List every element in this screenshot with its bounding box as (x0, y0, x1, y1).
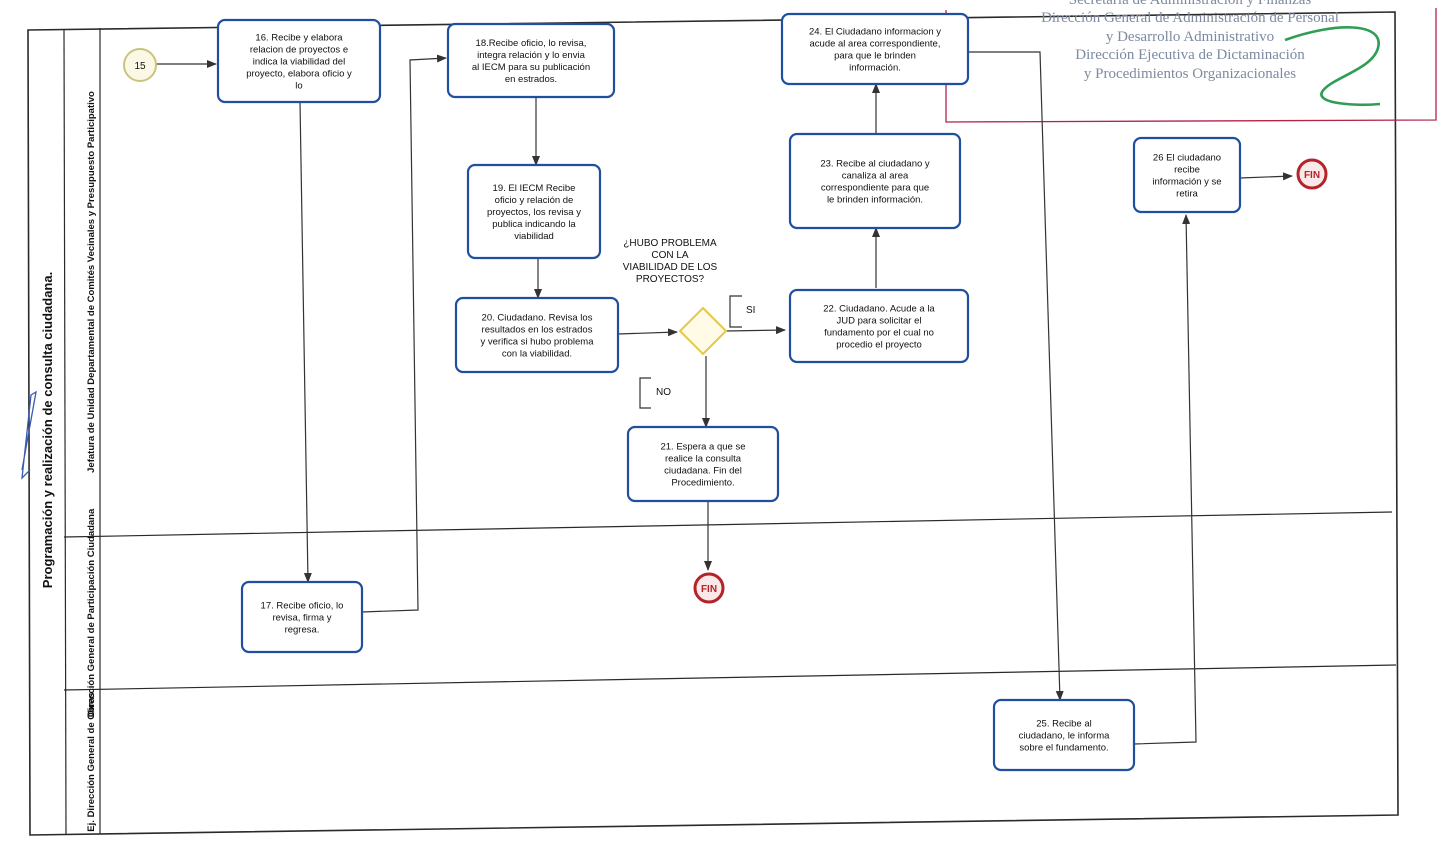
gateway-question-1: ¿HUBO PROBLEMA (623, 238, 717, 249)
task-text-line: oficio y relación de (495, 195, 574, 206)
task-text-line: revisa, firma y (272, 613, 331, 624)
task-text-line: realice la consulta (665, 454, 742, 465)
stamp-line-4: Dirección Ejecutiva de Dictaminación (1075, 47, 1305, 63)
task-18: 18.Recibe oficio, lo revisa,integra rela… (446, 22, 616, 99)
task-text-line: al IECM para su publicación (472, 62, 590, 73)
connectors (156, 51, 1293, 745)
task-text-line: y verifica si hubo problema (481, 337, 595, 348)
lane-divider-1 (63, 511, 1393, 538)
task-text-line: resultados en los estrados (482, 325, 593, 336)
end-event-2: FIN (1296, 158, 1328, 190)
stamp-line-5: y Procedimientos Organizacionales (1084, 66, 1296, 82)
end-event-1: FIN (693, 572, 725, 604)
task-text-line: sobre el fundamento. (1019, 743, 1108, 754)
task-text-line: ciudadano, le informa (1019, 731, 1111, 742)
task-text-line: ciudadana. Fin del (664, 466, 742, 477)
task-text-line: regresa. (285, 625, 320, 636)
task-box (1132, 136, 1242, 214)
end-event-1-label: FIN (701, 584, 717, 595)
task-text-line: 17. Recibe oficio, lo (261, 601, 344, 612)
pool-title: Programación y realización de consulta c… (40, 272, 55, 588)
task-text-line: le brinden información. (827, 195, 923, 206)
gateway-question-3: VIABILIDAD DE LOS (623, 262, 718, 273)
start-event-label: 15 (134, 61, 146, 72)
task-text-line: relacion de proyectos e (250, 45, 348, 56)
task-text-line: acude al area correspondiente, (810, 39, 941, 50)
task-text-line: en estrados. (505, 74, 557, 85)
task-text-line: lo (295, 81, 302, 92)
task-text-line: 18.Recibe oficio, lo revisa, (476, 38, 587, 49)
start-event: 15 (123, 48, 157, 82)
task-box (626, 425, 780, 503)
task-text-line: fundamento por el cual no (824, 328, 934, 339)
task-text-line: correspondiente para que (821, 183, 929, 194)
end-event-2-label: FIN (1304, 170, 1320, 181)
pool (27, 11, 1399, 836)
task-text-line: retira (1176, 189, 1198, 200)
margin-signature (21, 390, 37, 480)
gateway-no-label: NO (656, 387, 671, 398)
task-text-line: procedio el proyecto (836, 340, 922, 351)
task-text-line: viabilidad (514, 231, 554, 242)
task-text-line: 20. Ciudadano. Revisa los (482, 313, 593, 324)
task-text-line: publica indicando la (492, 219, 576, 230)
task-box (466, 163, 602, 260)
green-signature (1284, 26, 1381, 106)
lane-divider-2 (63, 664, 1397, 691)
task-box (240, 580, 364, 654)
task-box (216, 18, 382, 104)
task-box (454, 296, 620, 374)
gateway-question-4: PROYECTOS? (636, 274, 705, 285)
task-text-line: información y se (1152, 177, 1221, 188)
approval-stamp: Secretaría de Administración y Finanzas … (945, 0, 1437, 123)
task-text-line: 26 El ciudadano (1153, 153, 1221, 164)
task-box (992, 698, 1136, 772)
task-text-line: integra relación y lo envia (477, 50, 585, 61)
task-box (780, 12, 970, 86)
task-text-line: 16. Recibe y elabora (255, 33, 343, 44)
gateway-yes-label: SI (746, 305, 755, 316)
lane-title-obras: Ej. Dirección General de Obras (86, 692, 97, 831)
task-box (446, 22, 616, 99)
task-box (788, 132, 962, 230)
stamp-line-3: y Desarrollo Administrativo (1106, 29, 1274, 45)
task-text-line: para que le brinden (834, 51, 916, 62)
task-text-line: con la viabilidad. (502, 349, 572, 360)
task-text-line: recibe (1174, 165, 1200, 176)
stamp-line-1: Secretaría de Administración y Finanzas (1069, 0, 1312, 8)
lane-title-jud: Jefatura de Unidad Departamental de Comi… (86, 91, 97, 473)
gateway-question-2: CON LA (651, 250, 689, 261)
task-text-line: 21. Espera a que se (660, 442, 745, 453)
task-text-line: 22. Ciudadano. Acude a la (823, 304, 935, 315)
task-text-line: Procedimiento. (671, 478, 734, 489)
task-text-line: información. (849, 63, 901, 74)
task-text-line: 19. El IECM Recibe (493, 183, 576, 194)
task-text-line: proyecto, elabora oficio y (246, 69, 352, 80)
stamp-line-2: Dirección General de Administración de P… (1041, 10, 1339, 26)
task-text-line: 25. Recibe al (1036, 719, 1091, 730)
task-text-line: 23. Recibe al ciudadano y (820, 159, 930, 170)
task-text-line: indica la viabilidad del (253, 57, 345, 68)
decision-gateway: ¿HUBO PROBLEMA CON LA VIABILIDAD DE LOS … (623, 238, 756, 398)
lane-title-dgpc: Dirección General de Participación Ciuda… (86, 508, 97, 717)
task-text-line: canaliza al area (842, 171, 909, 182)
task-text-line: proyectos, los revisa y (487, 207, 581, 218)
task-box (788, 288, 970, 364)
task-text-line: JUD para solicitar el (837, 316, 922, 327)
task-text-line: 24. El Ciudadano informacion y (809, 27, 941, 38)
